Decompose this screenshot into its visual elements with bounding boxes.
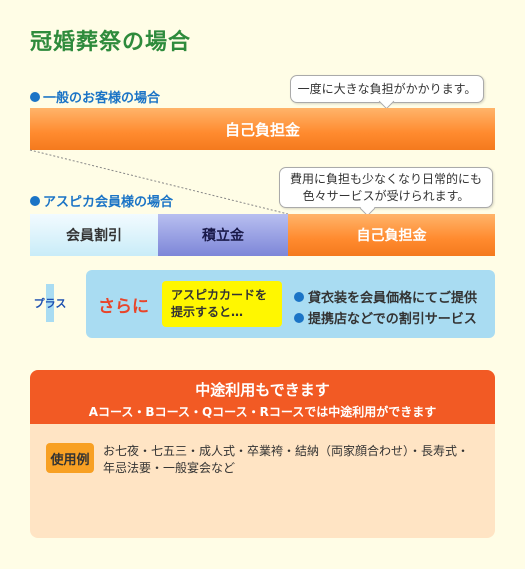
general-bar-label: 自己負担金 bbox=[224, 120, 300, 139]
plus-sarani-text: さらに bbox=[98, 297, 149, 317]
member-bubble-line1: 費用に負担も少なくなり日常的にも bbox=[289, 172, 482, 186]
general-bubble: 一度に大きな負担がかかります。 bbox=[290, 75, 484, 110]
general-label-text: 一般のお客様の場合 bbox=[43, 91, 161, 106]
examples-line1: お七夜・七五三・成人式・卒業袴・結納（両家顔合わせ）・長寿式・ bbox=[103, 444, 470, 458]
member-cost-bar: 会員割引 積立金 自己負担金 bbox=[30, 214, 495, 256]
usage-example-tag: 使用例 bbox=[46, 443, 94, 473]
midway-heading: 中途利用もできます bbox=[195, 381, 330, 399]
card-line2: 提示すると… bbox=[171, 305, 244, 319]
midway-subheading: Aコース・Bコース・Qコース・Rコースでは中途利用ができます bbox=[88, 405, 437, 419]
plus-tag: プラス bbox=[30, 284, 70, 322]
usage-example-tag-text: 使用例 bbox=[50, 452, 90, 468]
member-seg2-label: 積立金 bbox=[202, 228, 244, 244]
benefit2-text: 提携店などでの割引サービス bbox=[308, 312, 477, 327]
plus-tag-text: プラス bbox=[33, 297, 67, 310]
usage-examples: お七夜・七五三・成人式・卒業袴・結納（両家顔合わせ）・長寿式・ 年忌法要・一般宴… bbox=[103, 443, 469, 477]
member-label-text: アスピカ会員様の場合 bbox=[43, 195, 174, 210]
page-title: 冠婚葬祭の場合 bbox=[30, 29, 192, 55]
general-self-pay-bar: 自己負担金 bbox=[30, 108, 495, 150]
member-self-pay-segment: 自己負担金 bbox=[288, 214, 495, 256]
benefit1-text: 貸衣装を会員価格にてご提供 bbox=[308, 291, 478, 306]
general-section-label: 一般のお客様の場合 bbox=[30, 87, 160, 106]
bullet-icon bbox=[294, 312, 304, 323]
member-section-label: アスピカ会員様の場合 bbox=[30, 191, 173, 210]
card-line1: アスピカカードを bbox=[171, 288, 268, 302]
bullet-icon bbox=[30, 195, 40, 206]
bullet-icon bbox=[294, 291, 304, 302]
examples-line2: 年忌法要・一般宴会など bbox=[103, 461, 236, 475]
member-bubble: 費用に負担も少なくなり日常的にも 色々サービスが受けられます。 bbox=[279, 167, 493, 217]
plus-vertical-stripe bbox=[46, 284, 54, 322]
member-bubble-line2: 色々サービスが受けられます。 bbox=[302, 189, 470, 203]
bullet-icon bbox=[30, 91, 40, 102]
midway-body: 使用例 お七夜・七五三・成人式・卒業袴・結納（両家顔合わせ）・長寿式・ 年忌法要… bbox=[30, 424, 495, 538]
member-savings-segment: 積立金 bbox=[158, 214, 288, 256]
plus-panel: さらに アスピカカードを 提示すると… 貸衣装を会員価格にてご提供 提携店などで… bbox=[86, 270, 495, 338]
card-present-box: アスピカカードを 提示すると… bbox=[162, 281, 282, 327]
benefit-discount: 提携店などでの割引サービス bbox=[294, 308, 477, 327]
midway-header: 中途利用もできます Aコース・Bコース・Qコース・Rコースでは中途利用ができます bbox=[30, 370, 495, 424]
member-discount-segment: 会員割引 bbox=[30, 214, 158, 256]
general-bubble-text: 一度に大きな負担がかかります。 bbox=[297, 82, 477, 96]
benefit-rental: 貸衣装を会員価格にてご提供 bbox=[294, 287, 477, 306]
member-seg3-label: 自己負担金 bbox=[356, 228, 427, 244]
member-seg1-label: 会員割引 bbox=[66, 228, 122, 244]
